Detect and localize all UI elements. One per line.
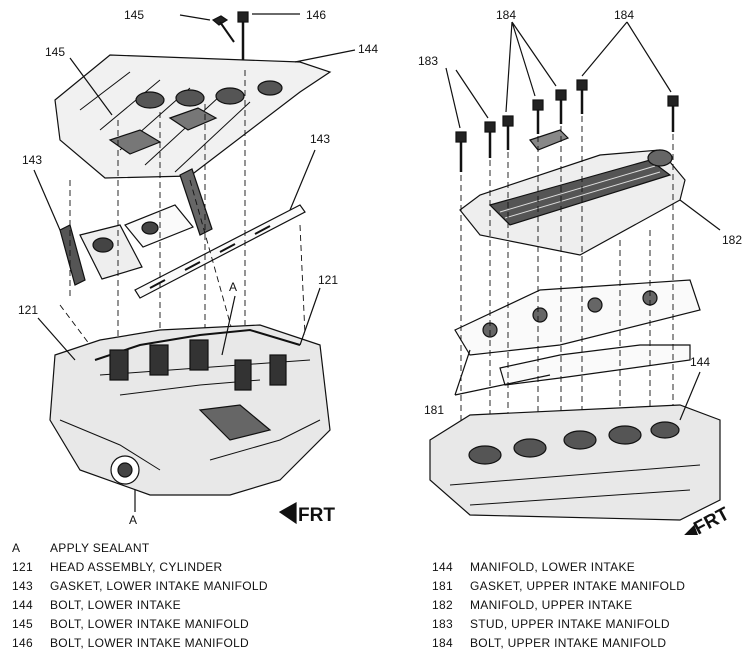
leader-line	[294, 49, 356, 63]
lower-intake-manifold-right-illustration	[429, 404, 721, 521]
legend-desc: BOLT, UPPER INTAKE MANIFOLD	[470, 636, 667, 650]
leader-line	[679, 371, 701, 421]
callout-184-a: 184	[496, 8, 516, 22]
legend-desc: MANIFOLD, UPPER INTAKE	[470, 598, 633, 612]
leader-line	[37, 317, 76, 361]
alignment-lines-left	[59, 70, 306, 346]
legend-code: 181	[432, 579, 453, 593]
gasket-181-illustration	[454, 279, 701, 386]
callout-182: 182	[722, 233, 742, 247]
legend-desc: STUD, UPPER INTAKE MANIFOLD	[470, 617, 670, 631]
lower-intake-manifold-illustration	[54, 54, 332, 179]
leader-line	[679, 199, 721, 231]
leader-line	[221, 295, 236, 356]
leader-line	[179, 14, 211, 21]
legend-desc: GASKET, UPPER INTAKE MANIFOLD	[470, 579, 686, 593]
leader-line	[445, 67, 489, 129]
legend-desc: GASKET, LOWER INTAKE MANIFOLD	[50, 579, 268, 593]
callout-143-left: 143	[22, 153, 42, 167]
legend-desc: BOLT, LOWER INTAKE	[50, 598, 181, 612]
frt-label-left: FRT	[298, 505, 335, 526]
callout-145-left: 145	[45, 45, 65, 59]
legend-code: 184	[432, 636, 453, 650]
leader-line	[69, 57, 113, 116]
leader-line	[505, 21, 557, 113]
leader-line	[289, 149, 316, 211]
legend-desc: BOLT, LOWER INTAKE MANIFOLD	[50, 617, 250, 631]
leader-line	[581, 21, 672, 93]
callout-a-bottom: A	[129, 513, 137, 527]
legend-code: 183	[432, 617, 453, 631]
bolt-146-illustration	[237, 11, 249, 62]
exploded-view-diagram: 145 146 145 144 143 143 121 121 A A FRT …	[18, 8, 742, 535]
legend-code: 182	[432, 598, 453, 612]
legend-desc: HEAD ASSEMBLY, CYLINDER	[50, 560, 223, 574]
legend-code: 146	[12, 636, 33, 650]
alignment-lines-right	[460, 116, 674, 440]
front-arrow-right-icon	[684, 524, 699, 535]
legend-code: A	[12, 541, 21, 555]
front-arrow-left-icon	[278, 501, 297, 525]
callout-121-left: 121	[18, 303, 38, 317]
legend-desc: MANIFOLD, LOWER INTAKE	[470, 560, 636, 574]
callout-183: 183	[418, 54, 438, 68]
callout-184-b: 184	[614, 8, 634, 22]
callout-143-right: 143	[310, 132, 330, 146]
legend-code: 144	[432, 560, 453, 574]
legend-code: 144	[12, 598, 33, 612]
bolt-145-illustration	[211, 15, 235, 43]
callout-a-top: A	[229, 280, 237, 294]
callout-121-right: 121	[318, 273, 338, 287]
legend-desc: APPLY SEALANT	[50, 541, 150, 555]
cylinder-head-engine-block-illustration	[49, 324, 331, 496]
legend-code: 145	[12, 617, 33, 631]
callout-145-top: 145	[124, 8, 144, 22]
callout-146-top: 146	[306, 8, 326, 22]
callout-144-left: 144	[358, 42, 378, 56]
callout-144-right: 144	[690, 355, 710, 369]
upper-intake-manifold-illustration	[459, 129, 686, 256]
legend-code: 121	[12, 560, 33, 574]
upper-bolts-illustration	[455, 79, 679, 172]
legend-desc: BOLT, LOWER INTAKE MANIFOLD	[50, 636, 250, 650]
callout-181: 181	[424, 403, 444, 417]
leader-line	[454, 349, 551, 396]
legend-code: 143	[12, 579, 33, 593]
leader-line	[33, 169, 61, 231]
legend-right: 144 MANIFOLD, LOWER INTAKE 181 GASKET, UPP…	[432, 559, 742, 653]
leader-line	[299, 287, 321, 346]
legend-left: A APPLY SEALANT 121 HEAD ASSEMBLY, CYLINDE…	[12, 540, 372, 652]
